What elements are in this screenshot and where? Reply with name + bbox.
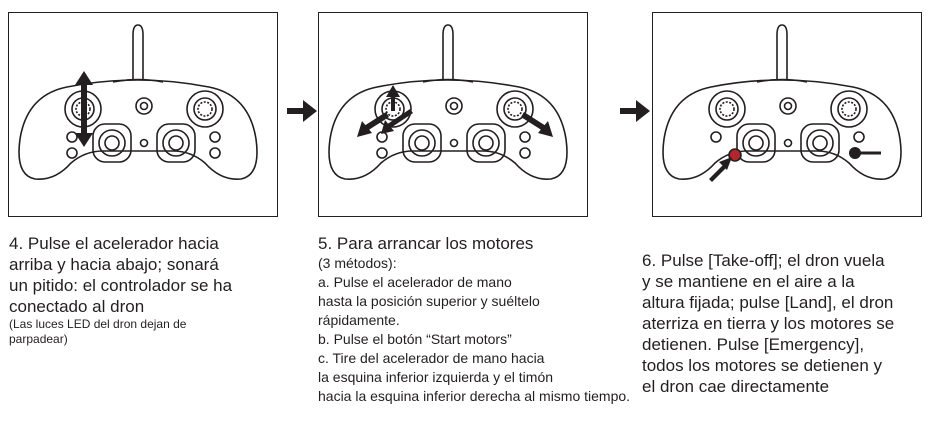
step-5-subtitle: (3 métodos): [318, 255, 397, 271]
controller-illustration [328, 24, 568, 180]
step-5-method-line: c. Tire del acelerador de mano hacia [318, 350, 545, 366]
controller-body [328, 79, 568, 180]
step-4-line: arriba y hacia abajo; sonará [9, 255, 219, 274]
antenna-icon [442, 24, 454, 80]
step-6-line: detienen. Pulse [Emergency], [642, 335, 865, 354]
left-pad [736, 123, 776, 163]
takeoff-pointer-arrow [709, 157, 732, 182]
step-5-method-line: b. Pulse el botón “Start motors” [318, 331, 512, 347]
controller-illustration [662, 24, 902, 182]
right-stick-ring [496, 90, 534, 128]
step-4-note: (Las luces LED del dron dejan de [9, 317, 187, 331]
step-5-method-line: a. Pulse el acelerador de mano [318, 274, 512, 290]
step-6-caption: 6. Pulse [Take-off]; el dron vuela y se … [642, 250, 942, 397]
throttle-up-arrow [386, 85, 400, 111]
takeoff-land-button [728, 148, 742, 162]
power-button [445, 97, 463, 115]
power-button [779, 97, 797, 115]
step-4-line: un pitido: el controlador se ha [9, 276, 233, 295]
left-pad [402, 123, 442, 163]
right-stick-ring [830, 90, 868, 128]
right-arrow-icon [620, 100, 650, 122]
throttle-down-left-arrow [357, 112, 389, 137]
step-4-line: 4. Pulse el acelerador hacia [9, 234, 219, 253]
step-5-caption: 5. Para arrancar los motores (3 métodos)… [318, 233, 630, 406]
right-pad [800, 123, 840, 163]
step-6-illustration [652, 12, 922, 217]
step-4-line: conectado al dron [9, 297, 145, 316]
controller-illustration [18, 24, 258, 180]
left-pad [92, 123, 132, 163]
controller-body [662, 79, 902, 180]
step-5-method-line: hacia la esquina inferior derecha al mis… [318, 388, 631, 404]
step-6-line: el dron cae directamente [642, 377, 830, 396]
step-6-line: y se mantiene en el aire a la [642, 272, 855, 291]
step-6-line: todos los motores se detienen y [642, 356, 883, 375]
controller-body [18, 79, 258, 180]
right-stick-ring [186, 90, 224, 128]
emergency-button [849, 147, 861, 159]
right-pad [156, 123, 196, 163]
step-6-line: aterriza en tierra y los motores se [642, 314, 895, 333]
step-4-caption: 4. Pulse el acelerador hacia arriba y ha… [9, 233, 232, 347]
step-6-line: 6. Pulse [Take-off]; el dron vuela [642, 251, 885, 270]
left-stick-ring [708, 90, 746, 128]
rudder-down-right-arrow [521, 112, 553, 137]
step-5-title: 5. Para arrancar los motores [318, 234, 534, 253]
step-6-line: altura fijada; pulse [Land], el dron [642, 293, 894, 312]
step-5-method-line: rápidamente. [318, 312, 400, 328]
step-5-method-line: la esquina inferior izquierda y el timón [318, 369, 554, 385]
right-pad [466, 123, 506, 163]
step-4-note: parpadear) [9, 332, 68, 346]
step-5-illustration [318, 12, 588, 217]
antenna-icon [132, 24, 144, 80]
start-motors-pointer-arrow [381, 109, 413, 134]
throttle-up-down-arrow [75, 71, 93, 147]
antenna-icon [776, 24, 788, 80]
emergency-pointer-line [859, 151, 881, 155]
step-5-method-line: hasta la posición superior y suéltelo [318, 293, 540, 309]
right-arrow-icon [287, 100, 317, 122]
power-button [135, 97, 153, 115]
step-4-illustration [8, 12, 278, 217]
